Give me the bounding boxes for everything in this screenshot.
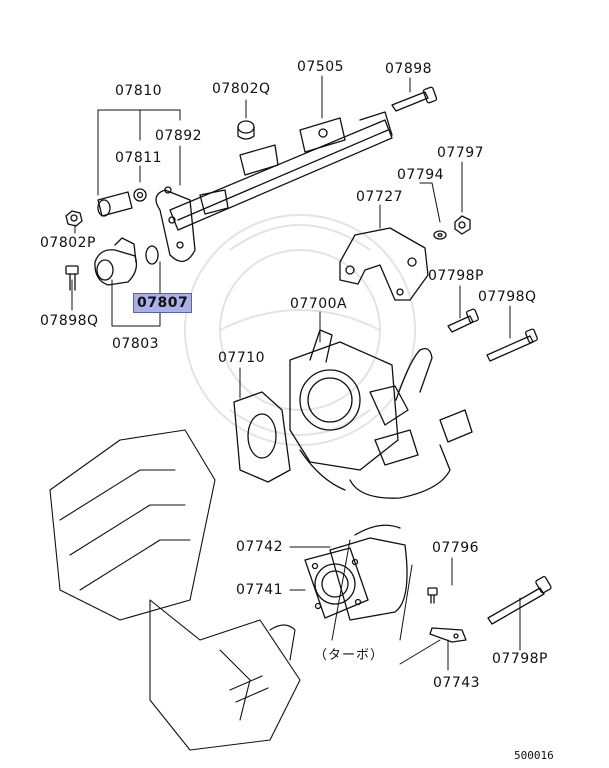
bolt-07898Q bbox=[65, 265, 79, 291]
fuel-rail bbox=[155, 111, 393, 262]
bolt-07798P-bottom bbox=[487, 576, 552, 625]
part-label-07505[interactable]: 07505 bbox=[297, 59, 345, 75]
grommet-07802P bbox=[65, 210, 83, 227]
intake-manifold bbox=[49, 429, 301, 751]
turbo-note: （ターボ） bbox=[314, 648, 385, 663]
part-label-07727[interactable]: 07727 bbox=[356, 189, 404, 205]
leader-lines bbox=[71, 75, 521, 671]
part-label-07710[interactable]: 07710 bbox=[218, 350, 266, 366]
gasket-07710 bbox=[233, 391, 291, 483]
part-label-07796[interactable]: 07796 bbox=[432, 540, 480, 556]
part-label-07794[interactable]: 07794 bbox=[397, 167, 445, 183]
part-label-07810[interactable]: 07810 bbox=[115, 83, 163, 99]
part-label-07798P-bottom[interactable]: 07798P bbox=[492, 651, 548, 667]
part-label-07797[interactable]: 07797 bbox=[437, 145, 485, 161]
bracket-07727 bbox=[339, 227, 429, 301]
part-label-07802Q[interactable]: 07802Q bbox=[212, 81, 271, 97]
part-label-07798Q[interactable]: 07798Q bbox=[478, 289, 537, 305]
diagram-code: 500016 bbox=[514, 749, 554, 762]
watermark bbox=[184, 214, 416, 446]
washer-07794 bbox=[433, 230, 447, 240]
bolt-07798P-top bbox=[447, 308, 479, 333]
throttle-body bbox=[289, 329, 473, 499]
part-label-07803[interactable]: 07803 bbox=[112, 336, 160, 352]
turbo-elbow bbox=[304, 524, 408, 621]
part-label-07807-selected[interactable]: 07807 bbox=[133, 293, 193, 313]
bolt-07798Q bbox=[486, 328, 538, 362]
bracket-07743 bbox=[429, 627, 467, 643]
part-label-07743[interactable]: 07743 bbox=[433, 675, 481, 691]
part-label-07798P-top[interactable]: 07798P bbox=[428, 268, 484, 284]
part-label-07892[interactable]: 07892 bbox=[155, 128, 203, 144]
part-label-07700A[interactable]: 07700A bbox=[290, 296, 348, 312]
part-label-07898Q[interactable]: 07898Q bbox=[40, 313, 99, 329]
bolt-07898 bbox=[391, 86, 438, 112]
part-label-07811[interactable]: 07811 bbox=[115, 150, 163, 166]
nut-07797 bbox=[454, 215, 471, 235]
pressure-regulator bbox=[94, 186, 172, 286]
part-label-07802P[interactable]: 07802P bbox=[40, 235, 96, 251]
bolt-07796 bbox=[427, 587, 438, 604]
sleeve bbox=[237, 120, 255, 140]
part-label-07741[interactable]: 07741 bbox=[236, 582, 284, 598]
part-label-07742[interactable]: 07742 bbox=[236, 539, 284, 555]
part-label-07898[interactable]: 07898 bbox=[385, 61, 433, 77]
